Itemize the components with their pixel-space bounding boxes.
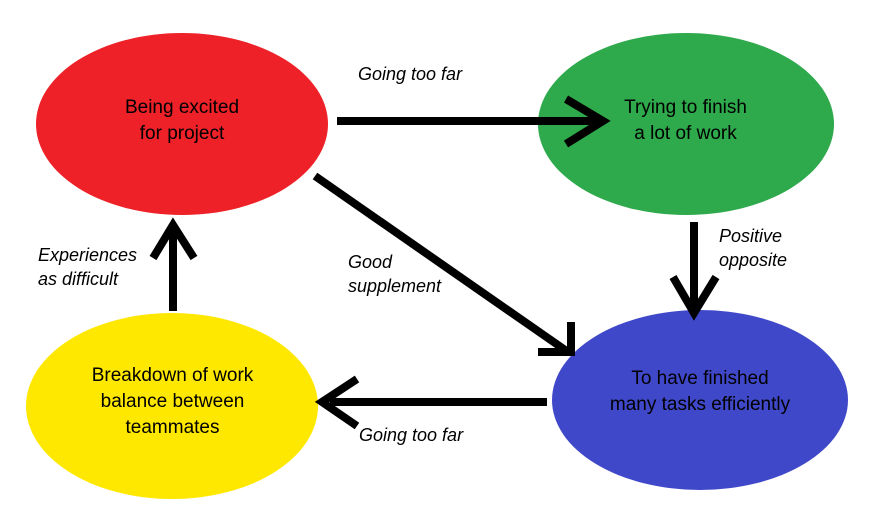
arrow-excited-to-trying xyxy=(337,95,611,148)
edge-label-going-too-far-top: Going too far xyxy=(358,64,463,84)
arrow-excited-to-finished xyxy=(312,172,575,356)
edge-label-good-supplement: Good supplement xyxy=(348,252,442,297)
arrow-breakdown-to-excited xyxy=(149,217,198,311)
node-breakdown-of-work[interactable] xyxy=(26,313,318,499)
node-being-excited[interactable] xyxy=(36,33,328,215)
edge-label-going-too-far-bottom: Going too far xyxy=(359,425,464,445)
node-trying-to-finish[interactable] xyxy=(538,33,834,215)
arrow-finished-to-breakdown xyxy=(314,375,547,430)
edge-label-positive-opposite: Positive opposite xyxy=(719,226,788,271)
arrow-trying-to-finished xyxy=(669,222,720,321)
edge-label-experiences-as-difficult: Experiences as difficult xyxy=(38,245,138,290)
node-to-have-finished[interactable] xyxy=(552,310,848,490)
